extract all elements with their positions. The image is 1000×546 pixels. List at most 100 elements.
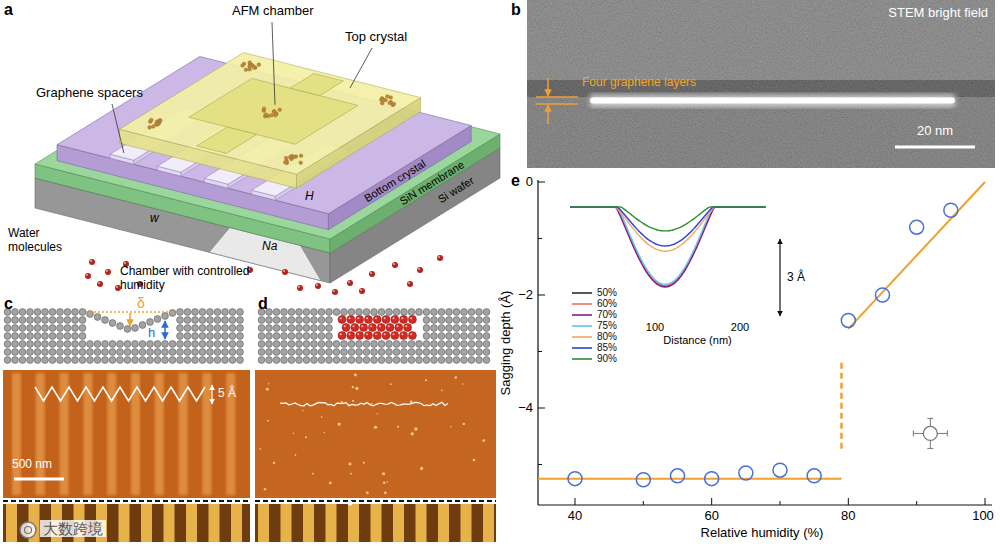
- carbon-atom: [318, 341, 325, 348]
- carbon-atom: [431, 309, 438, 316]
- carbon-atom: [378, 341, 385, 348]
- afm-speckle: [259, 448, 261, 450]
- water-molecule: [407, 281, 413, 287]
- dimension-label: Na: [262, 240, 277, 254]
- spacer-bar: [281, 504, 292, 542]
- water-molecule: [332, 289, 338, 295]
- carbon-atom: [199, 341, 206, 348]
- afm-image: [3, 370, 250, 498]
- top-crystal: [120, 53, 421, 189]
- spacer-bar: [371, 504, 382, 542]
- delta-reference: [86, 311, 174, 313]
- carbon-atom: [72, 325, 79, 332]
- carbon-atom: [207, 309, 214, 316]
- water-cluster-dot: [262, 107, 266, 111]
- error-cap: [927, 418, 933, 419]
- carbon-atom: [184, 349, 191, 356]
- carbon-atom: [438, 333, 445, 340]
- water-molecule: [437, 255, 443, 261]
- afm-speckle: [390, 383, 392, 385]
- carbon-atom: [117, 323, 124, 330]
- spacer-bar: [303, 504, 314, 542]
- carbon-atom: [483, 333, 490, 340]
- bracket-line: [536, 103, 578, 105]
- carbon-atom: [169, 341, 176, 348]
- afm-speckle: [354, 374, 357, 377]
- carbon-atom: [431, 333, 438, 340]
- image-title: STEM bright field: [888, 6, 988, 21]
- legend-line: [571, 300, 593, 308]
- afm-speckle: [462, 383, 464, 385]
- legend-item: 75%: [571, 320, 617, 331]
- water-highlight: [438, 256, 440, 258]
- carbon-atom: [386, 349, 393, 356]
- carbon-atom: [303, 309, 310, 316]
- water-highlight: [366, 333, 368, 335]
- dimension-label: H: [305, 190, 314, 204]
- carbon-atom: [177, 317, 184, 324]
- carbon-atom: [162, 349, 169, 356]
- carbon-atom: [34, 325, 41, 332]
- water-highlight: [283, 270, 285, 272]
- carbon-atom: [19, 357, 26, 364]
- carbon-atom: [273, 333, 280, 340]
- carbon-atom: [124, 341, 131, 348]
- carbon-atom: [192, 341, 199, 348]
- carbon-atom: [34, 333, 41, 340]
- carbon-atom: [258, 357, 265, 364]
- carbon-atom: [49, 317, 56, 324]
- carbon-atom: [87, 349, 94, 356]
- carbon-atom: [303, 317, 310, 324]
- image-spot: [348, 501, 353, 506]
- water-highlight: [124, 262, 126, 264]
- x-tick: [985, 498, 986, 505]
- carbon-atom: [34, 341, 41, 348]
- y-tick: [538, 351, 542, 352]
- profile-curve: [570, 207, 766, 246]
- stem-image: [527, 0, 995, 168]
- water-molecule: [351, 324, 359, 332]
- carbon-atom: [273, 317, 280, 324]
- carbon-atom: [453, 333, 460, 340]
- carbon-atom: [431, 349, 438, 356]
- water-highlight: [366, 317, 368, 319]
- water-molecule: [338, 332, 346, 340]
- water-cluster-dot: [248, 67, 252, 71]
- carbon-atom: [281, 357, 288, 364]
- carbon-atom: [318, 317, 325, 324]
- spacer-bar: [326, 504, 337, 542]
- carbon-atom: [363, 309, 370, 316]
- carbon-atom: [64, 309, 71, 316]
- afm-speckle: [338, 422, 341, 425]
- carbon-atom: [348, 341, 355, 348]
- carbon-atom: [288, 325, 295, 332]
- carbon-atom: [72, 341, 79, 348]
- carbon-atom: [468, 317, 475, 324]
- water-highlight: [418, 268, 420, 270]
- error-symbol: [923, 426, 937, 440]
- carbon-atom: [356, 357, 363, 364]
- carbon-atom: [109, 357, 116, 364]
- water-cluster-dot: [244, 68, 248, 72]
- carbon-atom: [117, 341, 124, 348]
- part-label: Water molecules: [8, 226, 80, 254]
- axis-tick-label: 100: [972, 509, 994, 524]
- carbon-atom: [237, 325, 244, 332]
- water-cluster-dot: [241, 64, 245, 68]
- water-cluster-dot: [299, 154, 303, 158]
- bright-glow: [590, 94, 955, 107]
- carbon-atom: [461, 341, 468, 348]
- carbon-atom: [356, 309, 363, 316]
- water-molecule: [282, 269, 288, 275]
- carbon-atom: [184, 309, 191, 316]
- water-cluster-dot: [299, 161, 303, 165]
- carbon-atom: [72, 349, 79, 356]
- profile-curve: [570, 207, 766, 231]
- carbon-atom: [281, 317, 288, 324]
- carbon-atom: [42, 309, 49, 316]
- legend-item: 85%: [571, 342, 617, 353]
- carbon-atom: [431, 357, 438, 364]
- afm-speckle: [349, 463, 352, 466]
- carbon-atom: [348, 349, 355, 356]
- water-highlight: [379, 325, 381, 327]
